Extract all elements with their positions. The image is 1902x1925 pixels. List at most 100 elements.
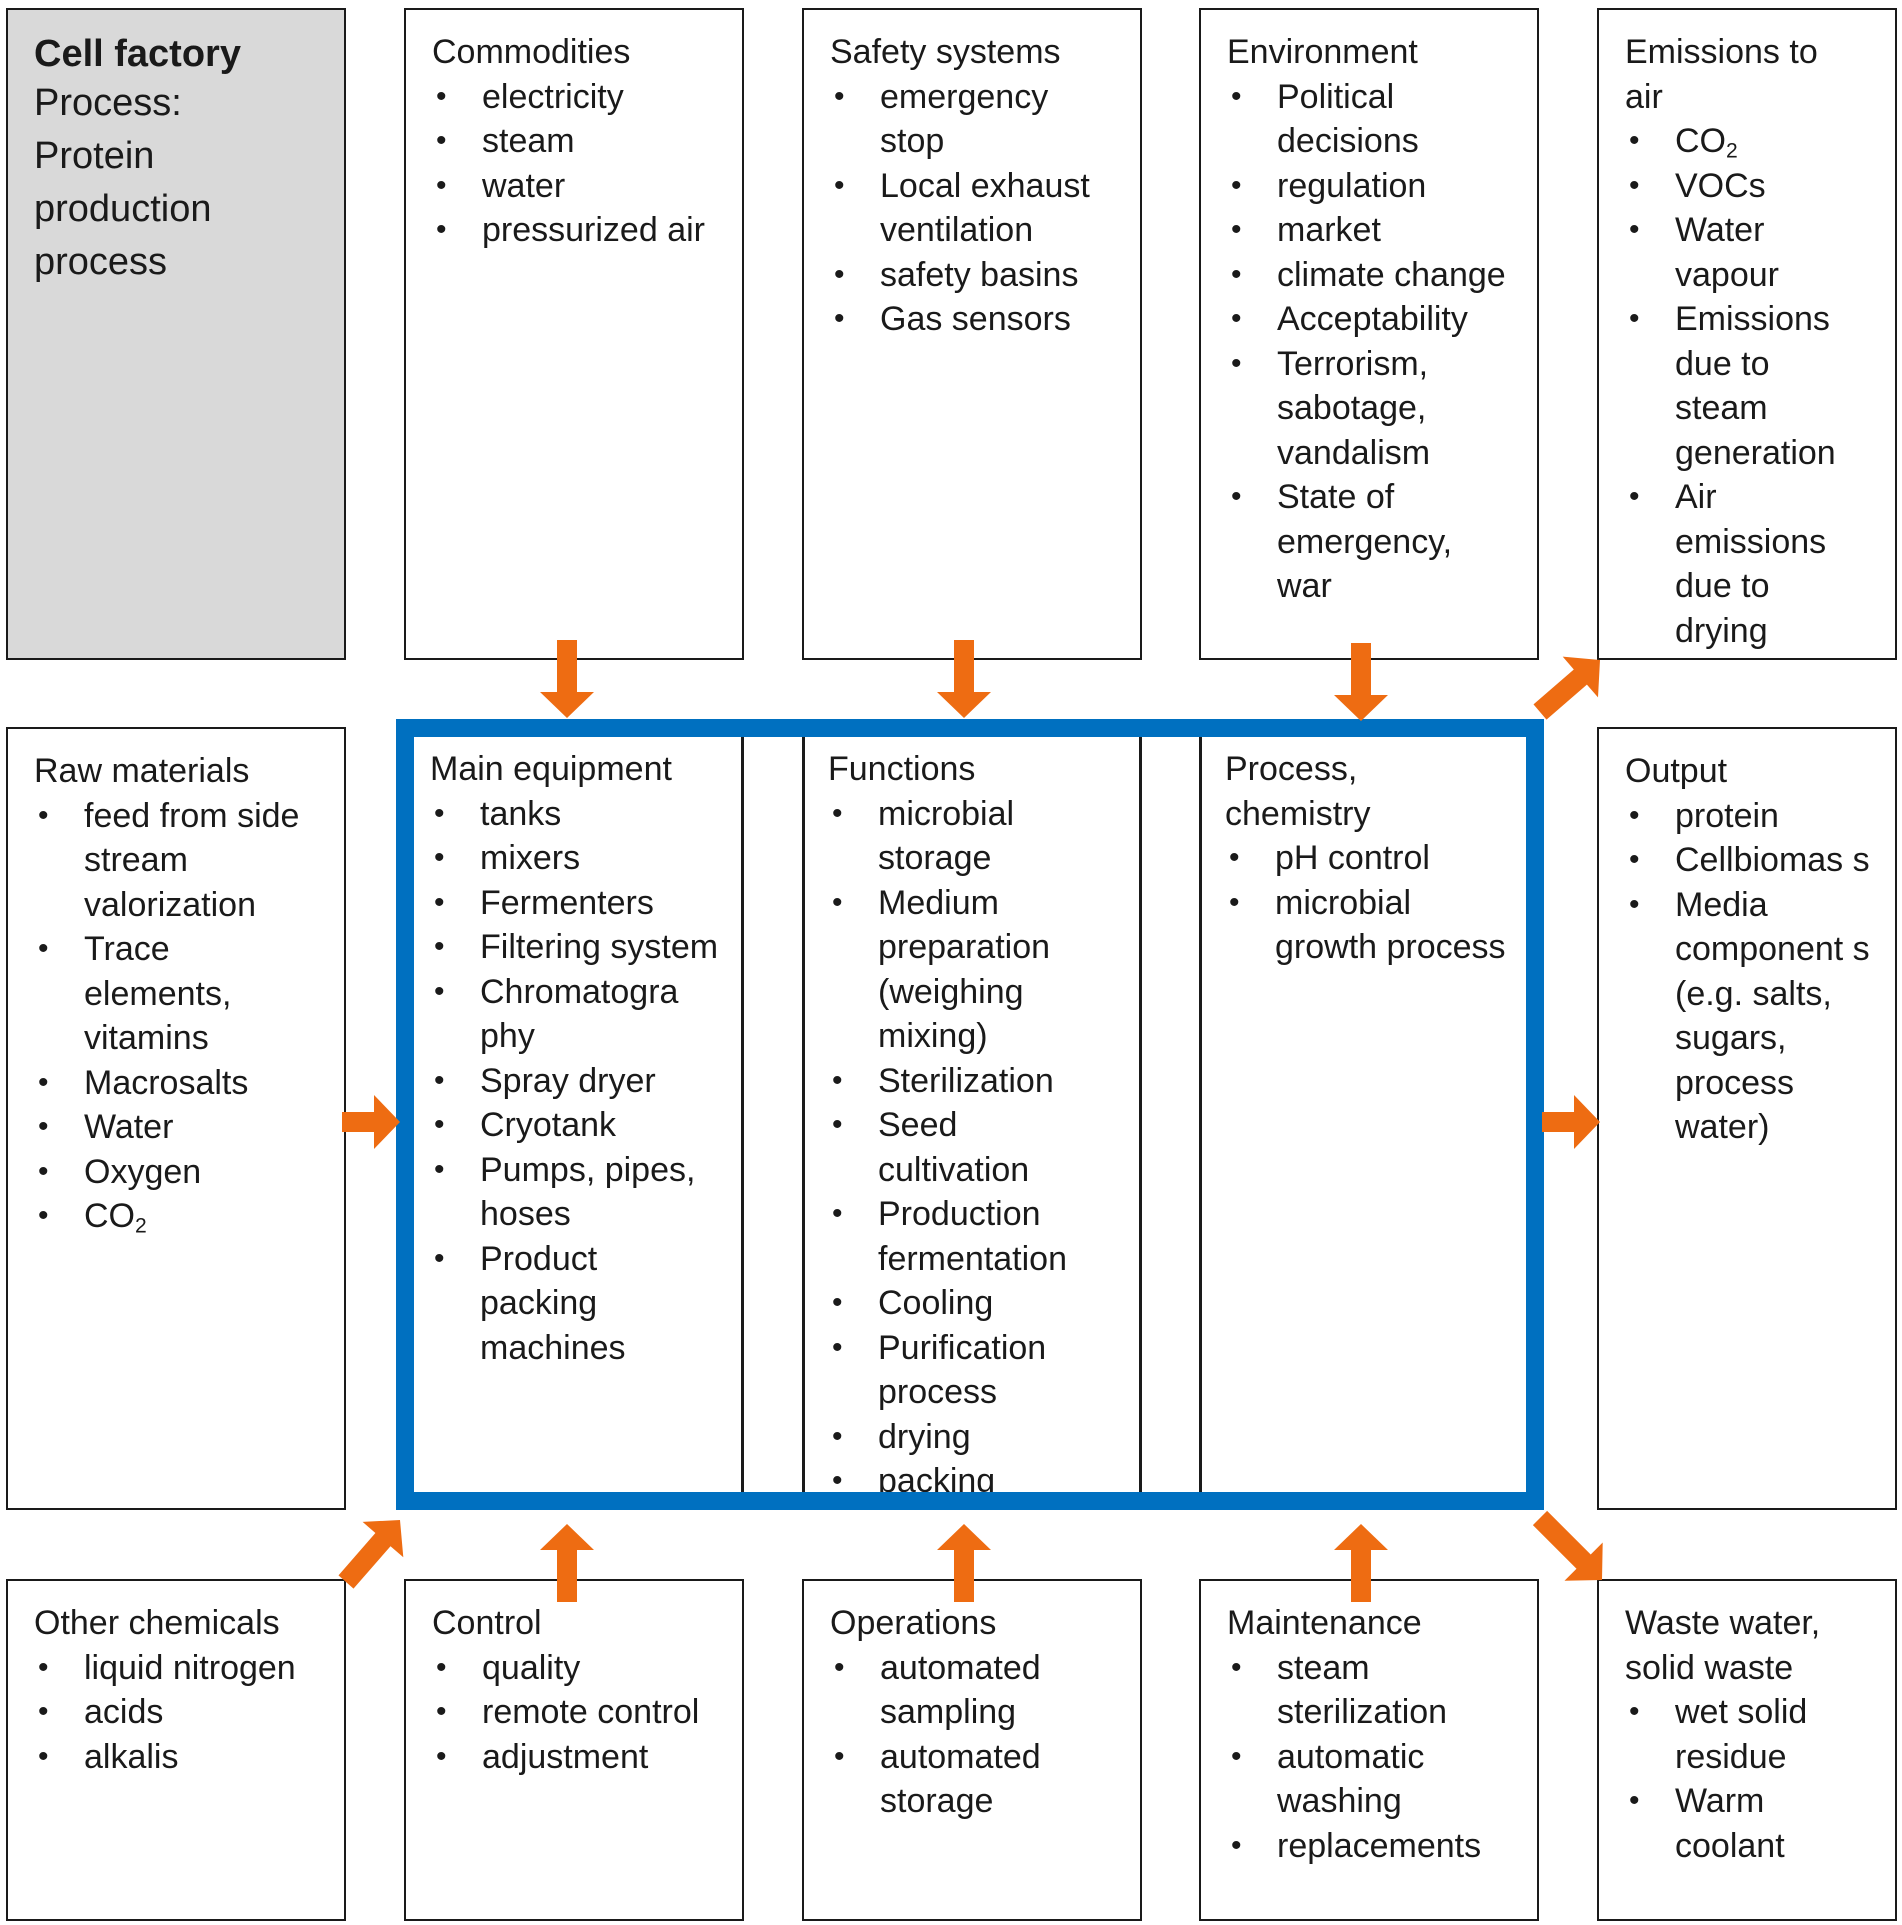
list-item: Oxygen	[34, 1150, 320, 1195]
bullet-list: Political decisionsregulationmarketclima…	[1227, 75, 1513, 609]
box-title: Emissions to	[1625, 33, 1818, 71]
list-item: steam	[432, 119, 718, 164]
arrow-right-icon	[342, 1095, 400, 1149]
list-item: VOCs	[1625, 164, 1871, 209]
box-title: Safety systems	[830, 33, 1061, 71]
list-item: safety basins	[830, 253, 1116, 298]
box-title: Environment	[1227, 33, 1418, 71]
column-divider	[1199, 727, 1202, 1502]
box-title: Raw materials	[34, 752, 250, 790]
list-item: pressurized air	[432, 208, 718, 253]
box-title: Process,	[1225, 750, 1358, 788]
bullet-list: emergency stopLocal exhaust ventilations…	[830, 75, 1116, 342]
list-item: Air emissions due to drying	[1625, 475, 1871, 653]
list-item: market	[1227, 208, 1513, 253]
column-divider	[1139, 727, 1142, 1502]
list-item: Macrosalts	[34, 1061, 320, 1106]
formula-subscript: 2	[135, 1214, 147, 1238]
bullet-list: wet solid residueWarm coolant	[1625, 1690, 1871, 1868]
list-item: mixers	[430, 836, 720, 881]
list-item: regulation	[1227, 164, 1513, 209]
main-equipment-box: Main equipment tanksmixersFermentersFilte…	[404, 727, 744, 1502]
list-item: Medium preparation (weighing mixing)	[828, 881, 1118, 1059]
process-chemistry-box: Process, chemistrypH controlmicrobial gro…	[1199, 727, 1539, 1502]
column-divider	[802, 727, 805, 1502]
bullet-list: liquid nitrogenacidsalkalis	[34, 1646, 320, 1780]
list-item: Water	[34, 1105, 320, 1150]
list-item: automated sampling	[830, 1646, 1116, 1735]
column-divider	[741, 727, 744, 1502]
box-title: Control	[432, 1604, 542, 1642]
list-item: Acceptability	[1227, 297, 1513, 342]
bullet-list: microbial storageMedium preparation (wei…	[828, 792, 1118, 1504]
formula-text: CO	[1675, 122, 1726, 160]
diagram-subtitle-line: production	[34, 187, 212, 230]
box-title: chemistry	[1225, 794, 1371, 833]
list-item: water	[432, 164, 718, 209]
control-box: Control qualityremote controladjustment	[404, 1579, 744, 1921]
list-item: State of emergency, war	[1227, 475, 1513, 609]
arrow-diagonal-icon	[1533, 656, 1600, 720]
list-item: Cryotank	[430, 1103, 720, 1148]
list-item: Water vapour	[1625, 208, 1871, 297]
list-item: Product packing machines	[430, 1237, 720, 1371]
maintenance-box: Maintenancesteam sterilizationautomatic …	[1199, 1579, 1539, 1921]
list-item: steam sterilization	[1227, 1646, 1513, 1735]
box-title: Commodities	[432, 33, 631, 71]
bullet-list: feed from side stream valorizationTrace …	[34, 794, 320, 1239]
process-core-frame	[396, 719, 1544, 1510]
raw-materials-box: Raw materials feed from side stream valor…	[6, 727, 346, 1510]
safety-systems-box: Safety systems emergency stopLocal exhaus…	[802, 8, 1142, 660]
formula-subscript: 2	[1726, 139, 1738, 163]
box-title: Main equipment	[430, 750, 672, 788]
box-title: Other chemicals	[34, 1604, 280, 1642]
formula-text: CO	[84, 1197, 135, 1235]
list-item: quality	[432, 1646, 718, 1691]
diagram-subtitle-line: process	[34, 240, 168, 283]
list-item: drying	[828, 1415, 1118, 1460]
box-title: Waste water,	[1625, 1604, 1821, 1642]
bullet-list: qualityremote controladjustment	[432, 1646, 718, 1780]
list-item: Terrorism, sabotage, vandalism	[1227, 342, 1513, 476]
functions-box: Functionsmicrobial storageMedium prepara…	[802, 727, 1142, 1504]
box-title: Operations	[830, 1604, 997, 1642]
list-item: Cooling	[828, 1281, 1118, 1326]
list-item: replacements	[1227, 1824, 1513, 1869]
bullet-list: pH controlmicrobial growth process	[1225, 836, 1515, 970]
bullet-list: automated samplingautomated storage	[830, 1646, 1116, 1824]
list-item: microbial storage	[828, 792, 1118, 881]
other-chemicals-box: Other chemicals liquid nitrogenacidsalkal…	[6, 1579, 346, 1921]
list-item: adjustment	[432, 1735, 718, 1780]
box-title: solid waste	[1625, 1648, 1794, 1687]
list-item: Political decisions	[1227, 75, 1513, 164]
diagram-subtitle-line: Process:	[34, 81, 182, 124]
waste-box: Waste water, solid wastewet solid residue…	[1597, 1579, 1897, 1921]
list-item: remote control	[432, 1690, 718, 1735]
bullet-list: electricitysteamwaterpressurized air	[432, 75, 718, 253]
list-item: automated storage	[830, 1735, 1116, 1824]
list-item: acids	[34, 1690, 320, 1735]
list-item: climate change	[1227, 253, 1513, 298]
list-item: Local exhaust ventilation	[830, 164, 1116, 253]
bullet-list: CO2VOCsWater vapourEmissions due to stea…	[1625, 119, 1871, 653]
bullet-list: steam sterilizationautomatic washingrepl…	[1227, 1646, 1513, 1869]
list-item: tanks	[430, 792, 720, 837]
diagram-subtitle-line: Protein	[34, 134, 155, 177]
list-item: Seed cultivation	[828, 1103, 1118, 1192]
list-item: Emissions due to steam generation	[1625, 297, 1871, 475]
list-item: CO2	[1625, 119, 1871, 164]
list-item: liquid nitrogen	[34, 1646, 320, 1691]
list-item: Spray dryer	[430, 1059, 720, 1104]
list-item: pH control	[1225, 836, 1515, 881]
list-item: wet solid residue	[1625, 1690, 1871, 1779]
list-item: protein	[1625, 794, 1871, 839]
list-item: Filtering system	[430, 925, 720, 970]
arrow-diagonal-icon	[338, 1520, 404, 1589]
list-item: microbial growth process	[1225, 881, 1515, 970]
list-item: Fermenters	[430, 881, 720, 926]
commodities-box: Commodities electricitysteamwaterpressuri…	[404, 8, 744, 660]
list-item: Gas sensors	[830, 297, 1116, 342]
bullet-list: proteinCellbiomas sMedia component s (e.…	[1625, 794, 1871, 1150]
list-item: Cellbiomas s	[1625, 838, 1871, 883]
